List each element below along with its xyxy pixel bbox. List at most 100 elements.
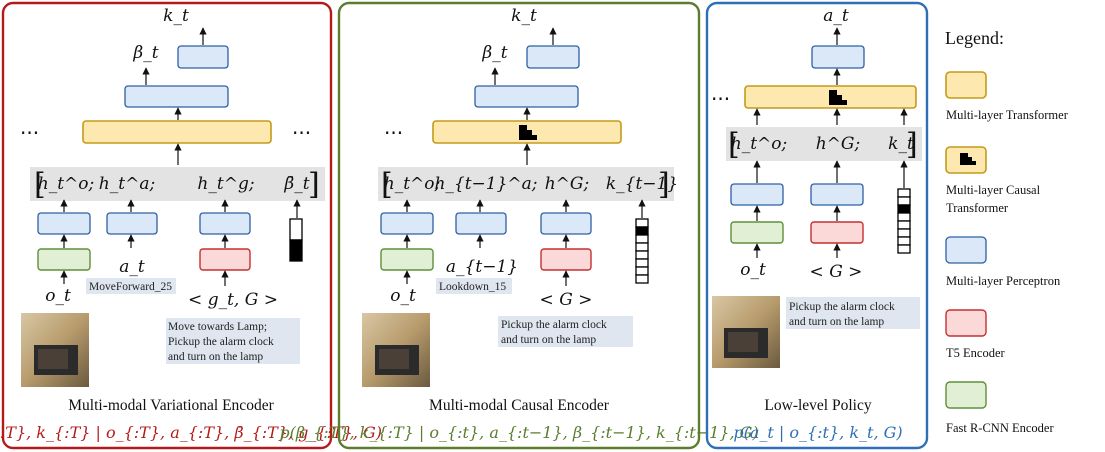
variational-ellipsis-left: ··· bbox=[20, 121, 39, 145]
causal-mid-mlp bbox=[474, 85, 579, 108]
causal-goal-sample-1: Pickup the alarm clock bbox=[501, 319, 607, 331]
legend-causal-label-1: Multi-layer Causal bbox=[946, 183, 1041, 197]
causal-t5-encoder bbox=[540, 248, 592, 271]
causal-beta: β_t bbox=[481, 43, 507, 63]
variational-ellipsis-right: ··· bbox=[292, 121, 311, 145]
variational-beta: β_t bbox=[132, 43, 158, 63]
causal-rcnn-encoder bbox=[380, 248, 434, 271]
policy-goal-sample-bg bbox=[786, 297, 920, 329]
causal-token-goal: h^G; bbox=[545, 174, 590, 194]
variational-obs-label: o_t bbox=[45, 286, 71, 306]
variational-action-mlp bbox=[106, 212, 158, 235]
policy-panel: a_t ··· [ ] h_t^o; h^G; k_t bbox=[705, 1, 929, 450]
causal-k-onehot-indicator bbox=[635, 218, 649, 284]
variational-formula: q(β_{:T}, k_{:T} | o_{:T}, a_{:T}, β̄_{:… bbox=[0, 423, 382, 442]
variational-action-sample: MoveForward_25 bbox=[89, 281, 172, 293]
policy-obs-mlp bbox=[730, 183, 784, 206]
variational-transformer bbox=[82, 120, 272, 144]
policy-token-goal: h^G; bbox=[816, 134, 861, 154]
policy-bracket-right: ] bbox=[906, 127, 918, 162]
policy-t5-encoder bbox=[810, 221, 864, 244]
legend-rcnn-swatch bbox=[945, 381, 987, 409]
causal-action-sample-bg bbox=[436, 278, 512, 294]
policy-bracket-left: [ bbox=[728, 127, 740, 162]
causal-formula: p(β_{:T}, k_{:T} | o_{:t}, a_{:t−1}, β_{… bbox=[279, 423, 758, 442]
legend-rcnn-label: Fast R-CNN Encoder bbox=[946, 421, 1054, 435]
policy-goal-label: < G > bbox=[810, 262, 863, 282]
legend-mlp-swatch bbox=[945, 236, 987, 264]
variational-token-beta-bar: β̄_t bbox=[283, 174, 309, 194]
variational-goal-sample-bg bbox=[166, 318, 300, 364]
variational-action-label: a_t bbox=[119, 257, 145, 277]
causal-encoder-panel: k_t β_t ··· [ ] h_t^o; h_{t−1}^a; h^G; k… bbox=[279, 1, 759, 450]
causal-token-obs: h_t^o; bbox=[384, 174, 441, 194]
variational-action-sample-bg bbox=[86, 278, 176, 294]
legend-causal-label-2: Transformer bbox=[946, 201, 1009, 215]
causal-mask-icon bbox=[519, 125, 537, 140]
policy-mask-icon bbox=[829, 90, 847, 105]
policy-obs-label: o_t bbox=[740, 260, 766, 280]
variational-goal-sample-1: Move towards Lamp; bbox=[168, 321, 267, 333]
causal-ellipsis-left: ··· bbox=[384, 121, 403, 145]
causal-goal-sample-2: and turn on the lamp bbox=[501, 334, 596, 346]
legend-t5-swatch bbox=[945, 309, 987, 337]
variational-top-mlp bbox=[177, 45, 229, 69]
variational-obs-mlp bbox=[37, 212, 91, 235]
legend-transformer-swatch bbox=[945, 71, 987, 99]
policy-observation-image bbox=[712, 296, 780, 368]
variational-panel-border bbox=[1, 1, 333, 450]
variational-title: Multi-modal Variational Encoder bbox=[68, 397, 274, 414]
variational-token-band bbox=[30, 167, 325, 201]
variational-encoder-panel: k_t β_t ··· ··· [ ] h_t^o; h_t^a; h_t^g;… bbox=[0, 1, 382, 450]
causal-panel-border bbox=[337, 1, 701, 450]
variational-goal-label: < g_t, G > bbox=[188, 290, 278, 310]
variational-beta-bar-indicator bbox=[289, 218, 303, 262]
causal-token-k: k_{t−1} bbox=[606, 174, 678, 194]
policy-rcnn-encoder bbox=[730, 221, 784, 244]
causal-obs-label: o_t bbox=[390, 286, 416, 306]
policy-goal-mlp bbox=[810, 183, 864, 206]
causal-bracket-right: ] bbox=[658, 167, 670, 202]
variational-goal-mlp bbox=[199, 212, 251, 235]
variational-bracket-right: ] bbox=[308, 167, 320, 202]
legend-t5-label: T5 Encoder bbox=[946, 346, 1005, 360]
policy-goal-sample-2: and turn on the lamp bbox=[789, 316, 884, 328]
causal-action-sample: Lookdown_15 bbox=[439, 281, 506, 293]
causal-title: Multi-modal Causal Encoder bbox=[429, 397, 610, 414]
legend-transformer-label: Multi-layer Transformer bbox=[946, 108, 1069, 122]
variational-token-obs: h_t^o; bbox=[38, 174, 95, 194]
policy-token-k: k_t bbox=[888, 134, 914, 154]
policy-formula: p(a_t | o_{:t}, k_t, G) bbox=[733, 423, 902, 442]
variational-goal-sample-2: Pickup the alarm clock bbox=[168, 336, 274, 348]
causal-obs-mlp bbox=[380, 212, 434, 235]
policy-token-obs: h_t^o; bbox=[731, 134, 788, 154]
causal-top-mlp bbox=[526, 45, 580, 69]
causal-action-mlp bbox=[455, 212, 507, 235]
variational-observation-image bbox=[21, 313, 89, 387]
policy-goal-sample-1: Pickup the alarm clock bbox=[789, 301, 895, 313]
variational-goal-sample-3: and turn on the lamp bbox=[168, 351, 263, 363]
policy-ellipsis-left: ··· bbox=[711, 87, 730, 111]
causal-bracket-left: [ bbox=[381, 167, 393, 202]
variational-output-k: k_t bbox=[163, 6, 189, 26]
causal-token-action: h_{t−1}^a; bbox=[434, 174, 537, 194]
causal-action-label: a_{t−1} bbox=[446, 257, 518, 277]
variational-rcnn-encoder bbox=[37, 248, 91, 271]
policy-title: Low-level Policy bbox=[764, 397, 871, 414]
causal-output-k: k_t bbox=[511, 6, 537, 26]
causal-observation-image bbox=[362, 313, 430, 387]
causal-goal-sample-bg bbox=[498, 316, 633, 347]
variational-token-goal: h_t^g; bbox=[197, 174, 254, 194]
variational-mid-mlp bbox=[124, 85, 229, 108]
causal-goal-mlp bbox=[540, 212, 592, 235]
policy-top-mlp bbox=[811, 45, 865, 69]
policy-panel-border bbox=[705, 1, 929, 450]
variational-token-action: h_t^a; bbox=[99, 174, 155, 194]
variational-bracket-left: [ bbox=[34, 167, 46, 202]
causal-goal-label: < G > bbox=[540, 290, 593, 310]
policy-k-onehot-indicator bbox=[897, 188, 911, 254]
policy-token-band bbox=[726, 127, 922, 161]
legend-mlp-label: Multi-layer Perceptron bbox=[946, 274, 1061, 288]
policy-output-a: a_t bbox=[823, 6, 849, 26]
